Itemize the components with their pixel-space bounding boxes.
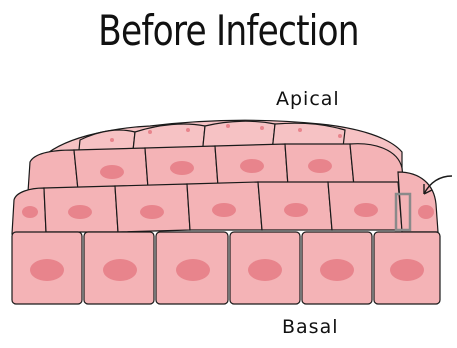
middle-cell — [398, 172, 438, 232]
upper-cell — [28, 150, 78, 192]
basal-cell-row — [12, 232, 440, 304]
